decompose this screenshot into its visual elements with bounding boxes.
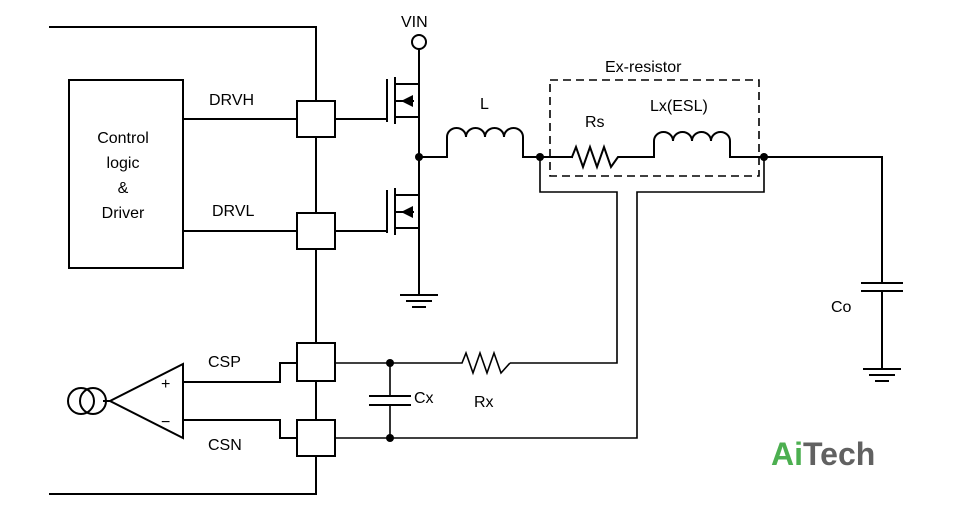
- csp-amp-wire: [182, 362, 298, 383]
- sense-amplifier: + −: [107, 362, 184, 440]
- low-side-gate-wire: [334, 190, 388, 232]
- control-block-line3: &: [118, 180, 129, 197]
- output-wire: [763, 156, 883, 284]
- vin-label: VIN: [401, 14, 428, 31]
- low-side-mosfet: [386, 156, 420, 296]
- resistor-rs: Rs: [570, 114, 655, 171]
- csp-sense-trace: [510, 157, 618, 364]
- control-block-line4: Driver: [102, 205, 145, 222]
- inductor-l-label: L: [480, 96, 489, 113]
- rx-label: Rx: [474, 394, 494, 411]
- csn-sense-trace: [335, 157, 765, 439]
- output-capacitor-co: Co: [831, 282, 903, 370]
- resistor-rx: Rx: [335, 350, 511, 411]
- drvl-label: DRVL: [212, 203, 254, 220]
- amp-plus-label: +: [161, 376, 170, 393]
- svg-text:AiTech: AiTech: [771, 436, 875, 472]
- control-logic-block: Control logic & Driver: [68, 79, 184, 269]
- vin-terminal: VIN: [401, 14, 428, 50]
- control-block-line2: logic: [107, 155, 140, 172]
- inductor-l: L: [446, 96, 524, 158]
- inductor-lx-esl: Lx(ESL): [650, 98, 765, 158]
- drvh-pin: [296, 100, 336, 138]
- high-side-mosfet: [386, 48, 420, 158]
- co-label: Co: [831, 299, 852, 316]
- ex-resistor-label: Ex-resistor: [605, 59, 682, 76]
- mosfet-ground-symbol: [400, 294, 438, 308]
- csn-label: CSN: [208, 437, 242, 454]
- output-ground-symbol: [863, 368, 901, 382]
- rs-label: Rs: [585, 114, 605, 131]
- bottom-frame-wire: [49, 455, 317, 495]
- csn-pin: [296, 419, 336, 457]
- control-block-line1: Control: [97, 130, 149, 147]
- csp-label: CSP: [208, 354, 241, 371]
- aitech-logo: AiTech: [771, 436, 875, 472]
- cx-label: Cx: [414, 390, 434, 407]
- logo-part-tech: Tech: [803, 436, 875, 472]
- logo-part-ai: Ai: [771, 436, 803, 472]
- capacitor-cx: Cx: [369, 359, 434, 442]
- amp-minus-label: −: [161, 414, 170, 431]
- csn-amp-wire: [182, 419, 298, 439]
- high-side-gate-wire: [334, 79, 388, 120]
- drvl-pin: [296, 212, 336, 250]
- drvh-label: DRVH: [209, 92, 254, 109]
- top-frame-wire: [49, 26, 317, 102]
- current-source-symbol: [67, 387, 107, 415]
- ex-resistor-box: [549, 79, 760, 177]
- csp-pin: [296, 342, 336, 382]
- lx-esl-label: Lx(ESL): [650, 98, 708, 115]
